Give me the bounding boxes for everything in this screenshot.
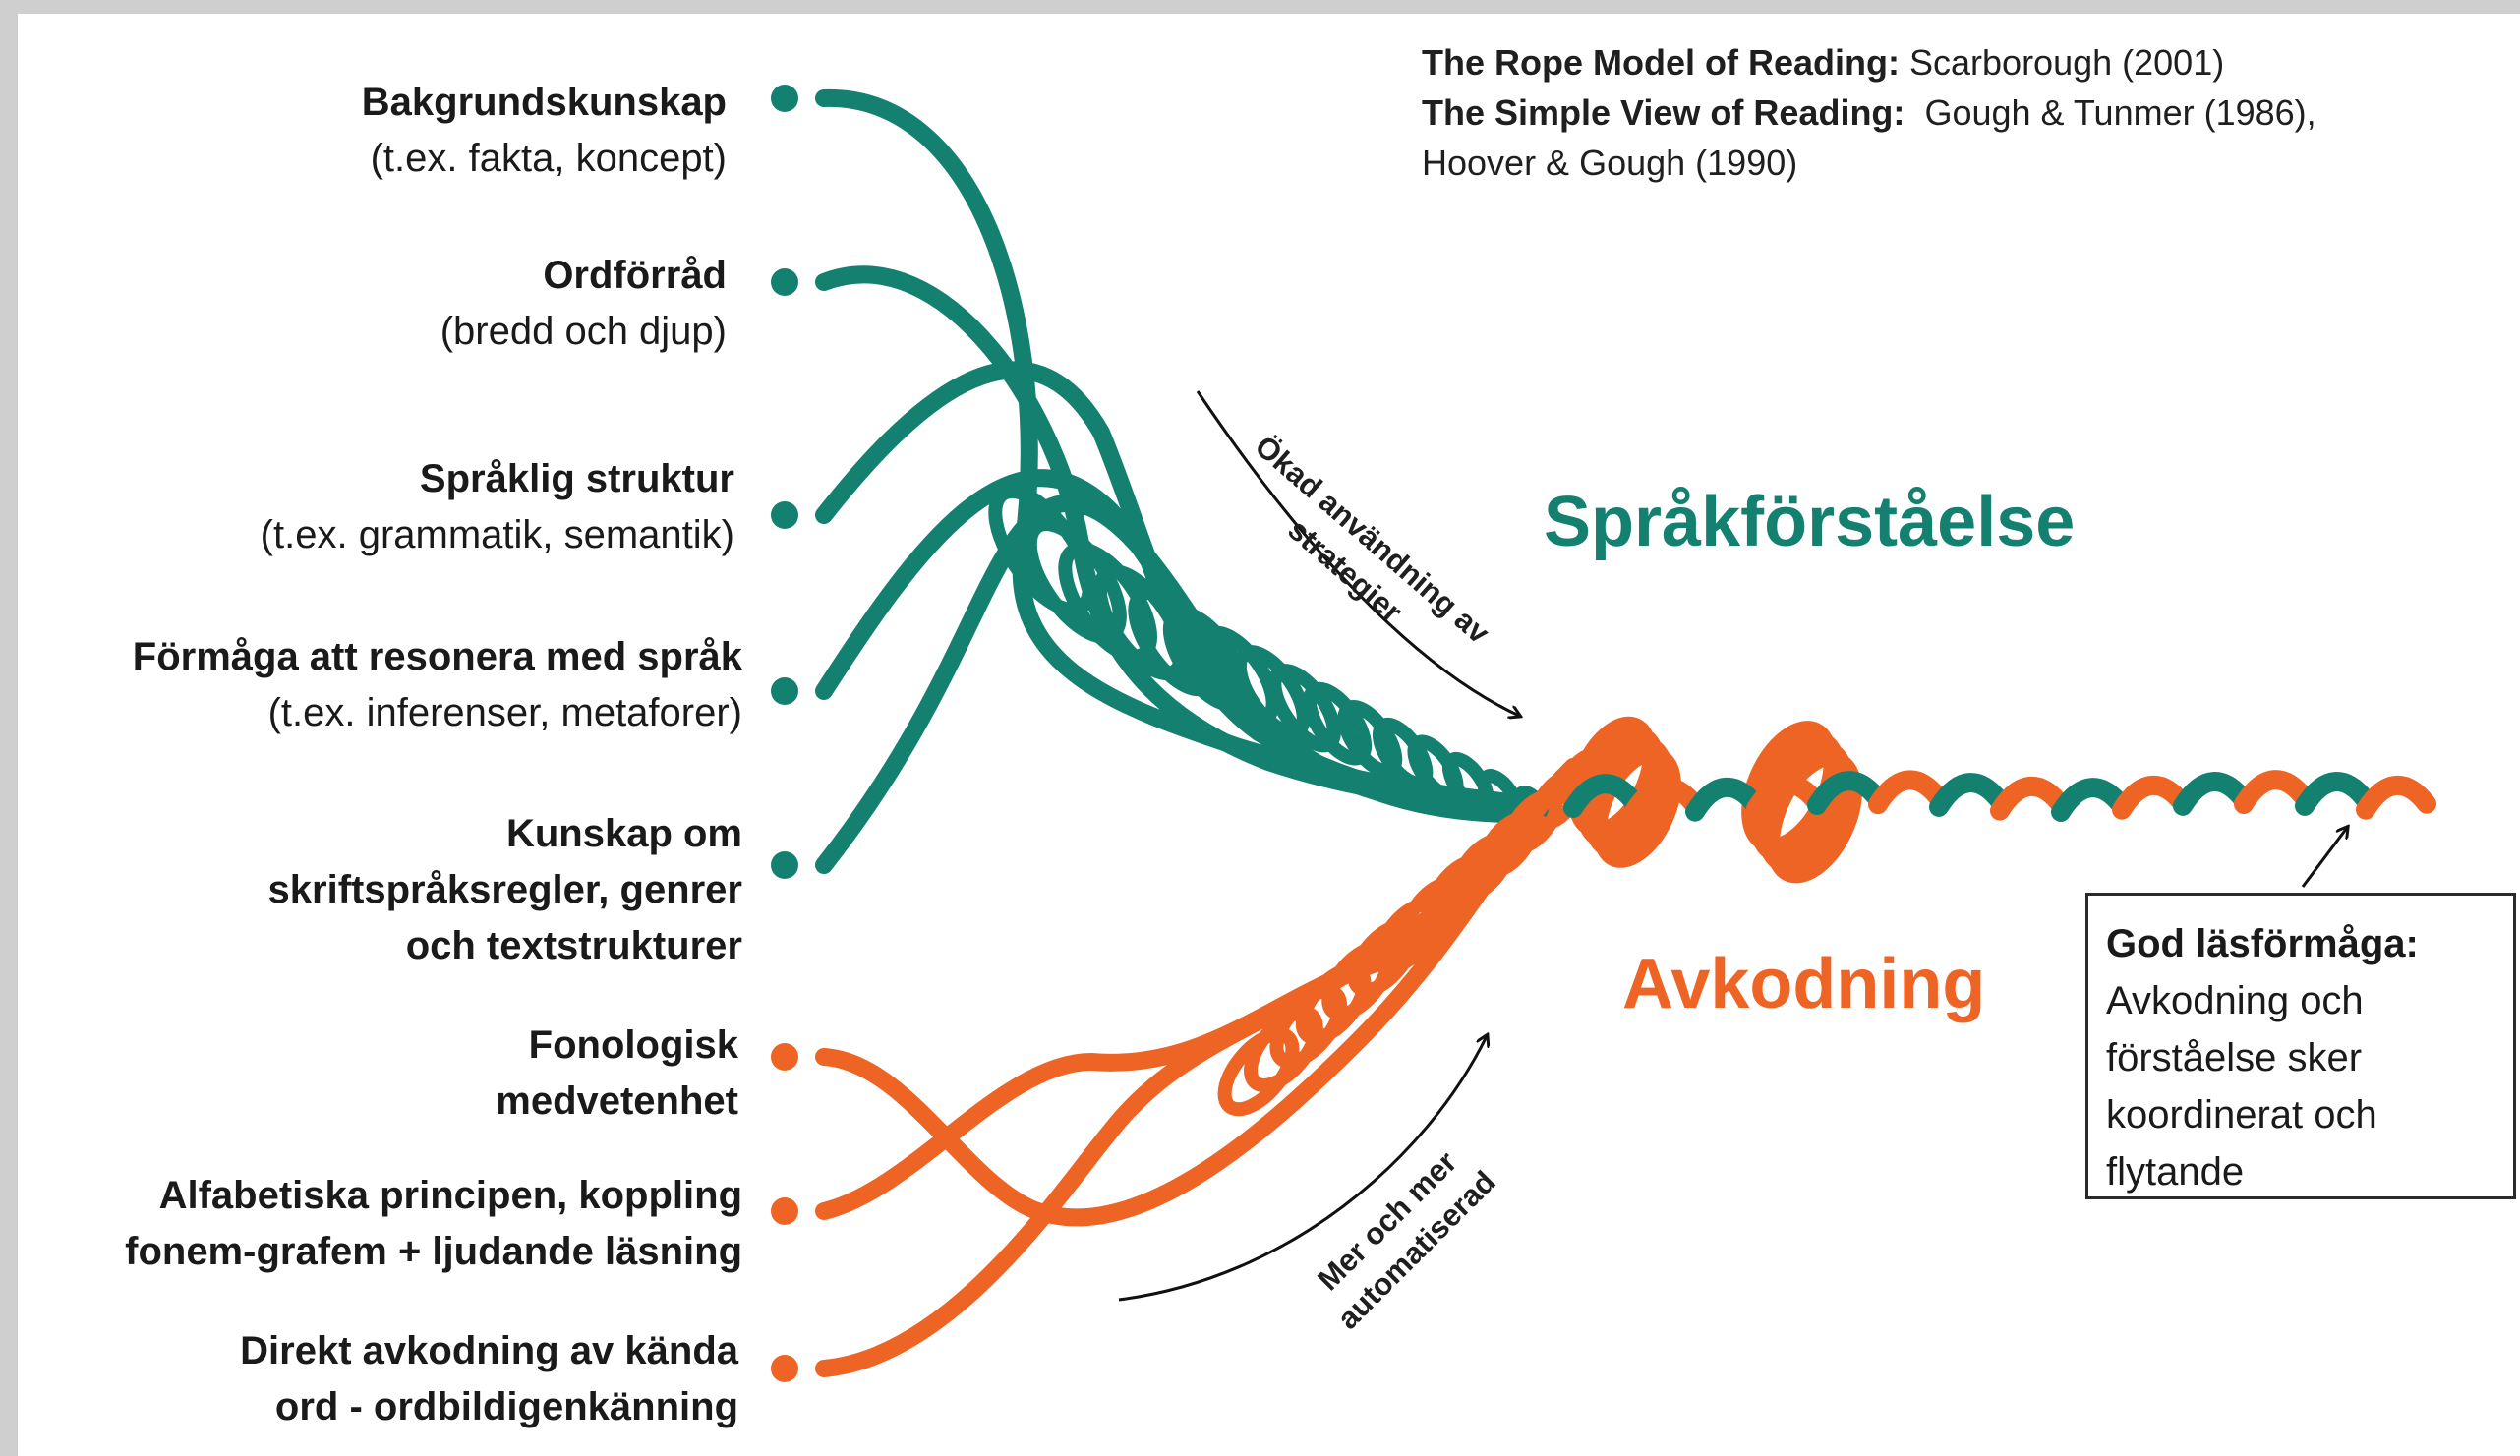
- strand-title-line: ord - ordbildigenkänning: [274, 1385, 738, 1428]
- result-line: flytande: [2106, 1150, 2245, 1194]
- rope-twist-segment: [1685, 777, 1766, 822]
- rope-twist-segment: [2295, 772, 2375, 816]
- decoding-strand-3: [815, 758, 1582, 1377]
- rope-model-label: The Rope Model of Reading:: [1422, 42, 1900, 83]
- rope-twist-segment: [1868, 770, 1949, 815]
- result-line: förståelse sker: [2106, 1036, 2363, 1079]
- strand-title-line: skriftspråksregler, genrer: [267, 868, 742, 911]
- references: The Rope Model of Reading: Scarborough (…: [1422, 37, 2316, 188]
- comprehension-strand-dot: [771, 268, 798, 296]
- strand-title-line: Direkt avkodning av kända: [240, 1329, 738, 1372]
- strand-label-vocabulary: Ordförråd (bredd och djup): [440, 248, 727, 360]
- comprehension-strand-dot: [771, 677, 798, 705]
- decoding-strand-dot: [771, 1043, 798, 1071]
- rope-twist-segment: [2234, 770, 2315, 814]
- rope-twist-segment: [1746, 774, 1827, 819]
- strand-label-language-structure: Språklig struktur (t.ex. grammatik, sema…: [261, 451, 734, 563]
- strand-title-line: Kunskap om: [505, 812, 742, 855]
- rope-model-source: Scarborough (2001): [1909, 42, 2225, 83]
- comprehension-strand-5: [815, 494, 1543, 874]
- strand-title: Bakgrundskunskap: [361, 81, 727, 124]
- rope-twist-segment: [1563, 774, 1644, 818]
- rope-twist-segment: [2051, 778, 2132, 822]
- strand-label-phonological-awareness: Fonologisk medvetenhet: [496, 1018, 738, 1130]
- result-title: God läsförmåga:: [2106, 922, 2419, 965]
- rope-twist-segment: [1929, 773, 2010, 817]
- comprehension-strand-dot: [771, 501, 798, 529]
- strand-subtitle: (bredd och djup): [440, 310, 727, 353]
- comprehension-braid-loop: [1441, 751, 1494, 814]
- strand-label-background-knowledge: Bakgrundskunskap (t.ex. fakta, koncept): [362, 75, 727, 187]
- strand-title: Ordförråd: [543, 254, 727, 297]
- comprehension-strand-dot: [771, 85, 798, 112]
- automatic-arrow: [1118, 1036, 1487, 1302]
- decoding-coil: [1593, 747, 1681, 868]
- result-line: koordinerat och: [2106, 1093, 2377, 1136]
- rope-twist-segment: [1807, 771, 1888, 815]
- decoding-braid-loop: [1477, 811, 1539, 878]
- strand-title-line: medvetenhet: [496, 1079, 738, 1123]
- strand-subtitle: (t.ex. fakta, koncept): [370, 137, 727, 180]
- decoding-strand-dot: [771, 1355, 798, 1382]
- strand-label-literacy-knowledge: Kunskap om skriftspråksregler, genrer oc…: [268, 806, 742, 974]
- strand-subtitle: (t.ex. inferenser, metaforer): [267, 691, 742, 734]
- strand-title-line: fonem-grafem + ljudande läsning: [125, 1230, 742, 1273]
- strand-label-alphabetic-principle: Alfabetiska principen, koppling fonem-gr…: [125, 1168, 742, 1280]
- strategies-arrow: [1196, 390, 1519, 716]
- simple-view-source: Gough & Tunmer (1986),: [1924, 92, 2316, 133]
- simple-view-source-2: Hoover & Gough (1990): [1422, 143, 1798, 183]
- rope-twist-segment: [2173, 772, 2254, 816]
- heading-decoding: Avkodning: [1622, 945, 1986, 1023]
- decoding-coil: [1766, 751, 1862, 884]
- heading-comprehension: Språkförståelse: [1544, 483, 2076, 561]
- strand-label-verbal-reasoning: Förmåga att resonera med språk (t.ex. in…: [133, 629, 742, 741]
- result-box: God läsförmåga: Avkodning och förståelse…: [2085, 893, 2516, 1199]
- result-arrow: [2301, 828, 2347, 888]
- strand-title-line: och textstrukturer: [405, 924, 742, 967]
- decoding-braid-loop: [1503, 789, 1563, 854]
- rope-twist-segment: [2112, 775, 2193, 820]
- simple-view-label: The Simple View of Reading:: [1422, 92, 1905, 133]
- result-line: Avkodning och: [2106, 979, 2364, 1022]
- strand-title: Språklig struktur: [419, 457, 734, 500]
- twisted-rope: [1563, 716, 2436, 884]
- strand-end-dots: [771, 85, 798, 1382]
- comprehension-strands: [815, 88, 1555, 874]
- comprehension-strand-dot: [771, 851, 798, 879]
- decoding-strand-dot: [771, 1197, 798, 1225]
- strand-subtitle: (t.ex. grammatik, semantik): [260, 513, 734, 556]
- rope-twist-segment: [1624, 777, 1705, 822]
- rope-twist-segment: [1990, 776, 2071, 821]
- strand-title: Förmåga att resonera med språk: [132, 635, 742, 678]
- rope-twist-segment: [2356, 775, 2436, 820]
- strand-title-line: Fonologisk: [528, 1023, 738, 1067]
- strand-title-line: Alfabetiska principen, koppling: [158, 1174, 742, 1217]
- strand-label-sight-recognition: Direkt avkodning av kända ord - ordbildi…: [240, 1323, 738, 1435]
